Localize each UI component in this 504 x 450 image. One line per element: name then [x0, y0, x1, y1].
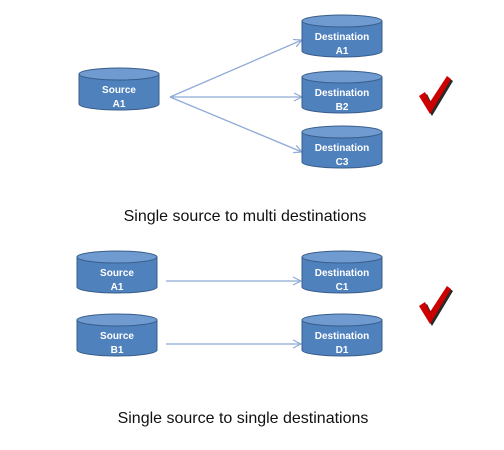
- bottom-source-b1: Source B1: [76, 313, 158, 357]
- source-label: Source: [100, 268, 134, 279]
- top-connectors: [169, 40, 302, 152]
- destination-id: D1: [336, 345, 349, 356]
- bottom-connectors: [166, 281, 301, 344]
- destination-label: Destination: [315, 331, 369, 342]
- database-cylinder-icon: [301, 70, 383, 114]
- database-cylinder-icon: [301, 250, 383, 294]
- top-destination-c3: Destination C3: [301, 125, 383, 169]
- database-cylinder-icon: [76, 313, 158, 357]
- checkmark-icon: [419, 76, 453, 116]
- destination-label: Destination: [315, 32, 369, 43]
- destination-id: C3: [336, 157, 349, 168]
- database-cylinder-icon: [301, 313, 383, 357]
- database-cylinder-icon: [301, 14, 383, 58]
- bottom-caption: Single source to single destinations: [118, 410, 369, 427]
- database-cylinder-icon: [76, 250, 158, 294]
- destination-id: B2: [336, 102, 349, 113]
- destination-label: Destination: [315, 268, 369, 279]
- source-id: A1: [111, 282, 124, 293]
- destination-id: C1: [336, 282, 349, 293]
- destination-label: Destination: [315, 143, 369, 154]
- source-label: Source: [100, 331, 134, 342]
- destination-id: A1: [336, 46, 349, 57]
- bottom-source-a1: Source A1: [76, 250, 158, 294]
- source-id: A1: [113, 99, 126, 110]
- arrow-source-a1-to-destination-a1: [169, 40, 302, 98]
- arrow-source-a1-to-destination-c3: [169, 96, 302, 152]
- checkmark-icon: [419, 286, 453, 326]
- top-source-a1: Source A1: [78, 67, 160, 111]
- source-label: Source: [102, 85, 136, 96]
- bottom-destination-c1: Destination C1: [301, 250, 383, 294]
- top-destination-b2: Destination B2: [301, 70, 383, 114]
- bottom-destination-d1: Destination D1: [301, 313, 383, 357]
- destination-label: Destination: [315, 88, 369, 99]
- database-cylinder-icon: [301, 125, 383, 169]
- top-caption: Single source to multi destinations: [124, 208, 367, 225]
- source-id: B1: [111, 345, 124, 356]
- database-cylinder-icon: [78, 67, 160, 111]
- top-destination-a1: Destination A1: [301, 14, 383, 58]
